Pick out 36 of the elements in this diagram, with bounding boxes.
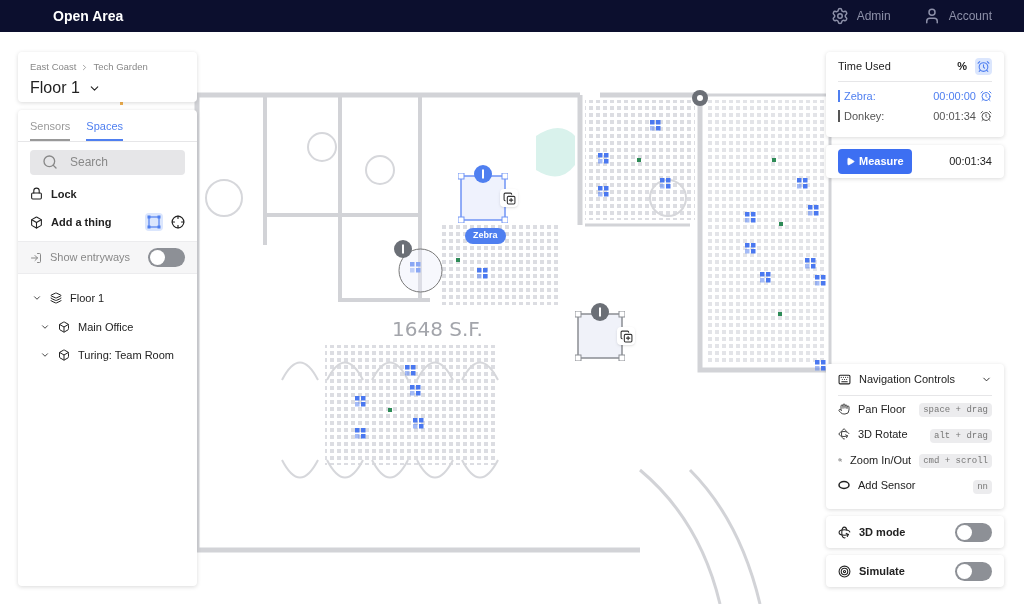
sensors-tab: Sensors (30, 118, 71, 141)
measure-button: Measure (838, 149, 912, 174)
menu-item-text: Show entryways (50, 250, 131, 266)
control-name: Add Sensor (858, 478, 916, 493)
control-name: Pan Floor (858, 401, 906, 417)
tree-item-text: Floor 1 (70, 291, 105, 306)
timer-name: Donkey: (844, 110, 885, 122)
floor-title: Floor 1 (30, 78, 80, 99)
spaces-tab: Spaces (86, 118, 124, 141)
control-name: Zoom In/Out (850, 452, 912, 468)
menu-item-text: Add a thing (51, 214, 112, 230)
breadcrumb-text: East Coast (30, 60, 77, 74)
shortcut-key: nn (973, 479, 992, 494)
percent-toggle: % (957, 58, 967, 75)
breadcrumb-text: Tech Garden (93, 60, 148, 74)
setting-name: 3D mode (859, 524, 906, 540)
elapsed-time: 00:01:34 (949, 154, 992, 170)
app-title: Open Area (53, 6, 124, 26)
account-link: Account (948, 8, 992, 25)
timer-value: 00:01:34 (933, 110, 976, 122)
shortcut-key: space + drag (919, 403, 992, 417)
space-name-tag: Zebra (465, 228, 506, 244)
setting-name: Simulate (859, 563, 905, 579)
card-title: Navigation Controls (859, 372, 955, 388)
shortcut-key: cmd + scroll (919, 454, 992, 468)
tree-item-text: Turing: Team Room (78, 348, 174, 363)
menu-item-text: Lock (51, 186, 77, 202)
card-title: Time Used (838, 59, 891, 75)
shortcut-key: alt + drag (930, 428, 992, 443)
timer-value: 00:00:00 (933, 90, 976, 102)
tree-item-text: Main Office (78, 319, 134, 335)
timer-name: Zebra: (844, 90, 876, 102)
control-name: 3D Rotate (858, 427, 908, 442)
search-field: Search (30, 149, 185, 175)
space-circle (398, 248, 443, 293)
admin-link: Admin (856, 8, 891, 25)
